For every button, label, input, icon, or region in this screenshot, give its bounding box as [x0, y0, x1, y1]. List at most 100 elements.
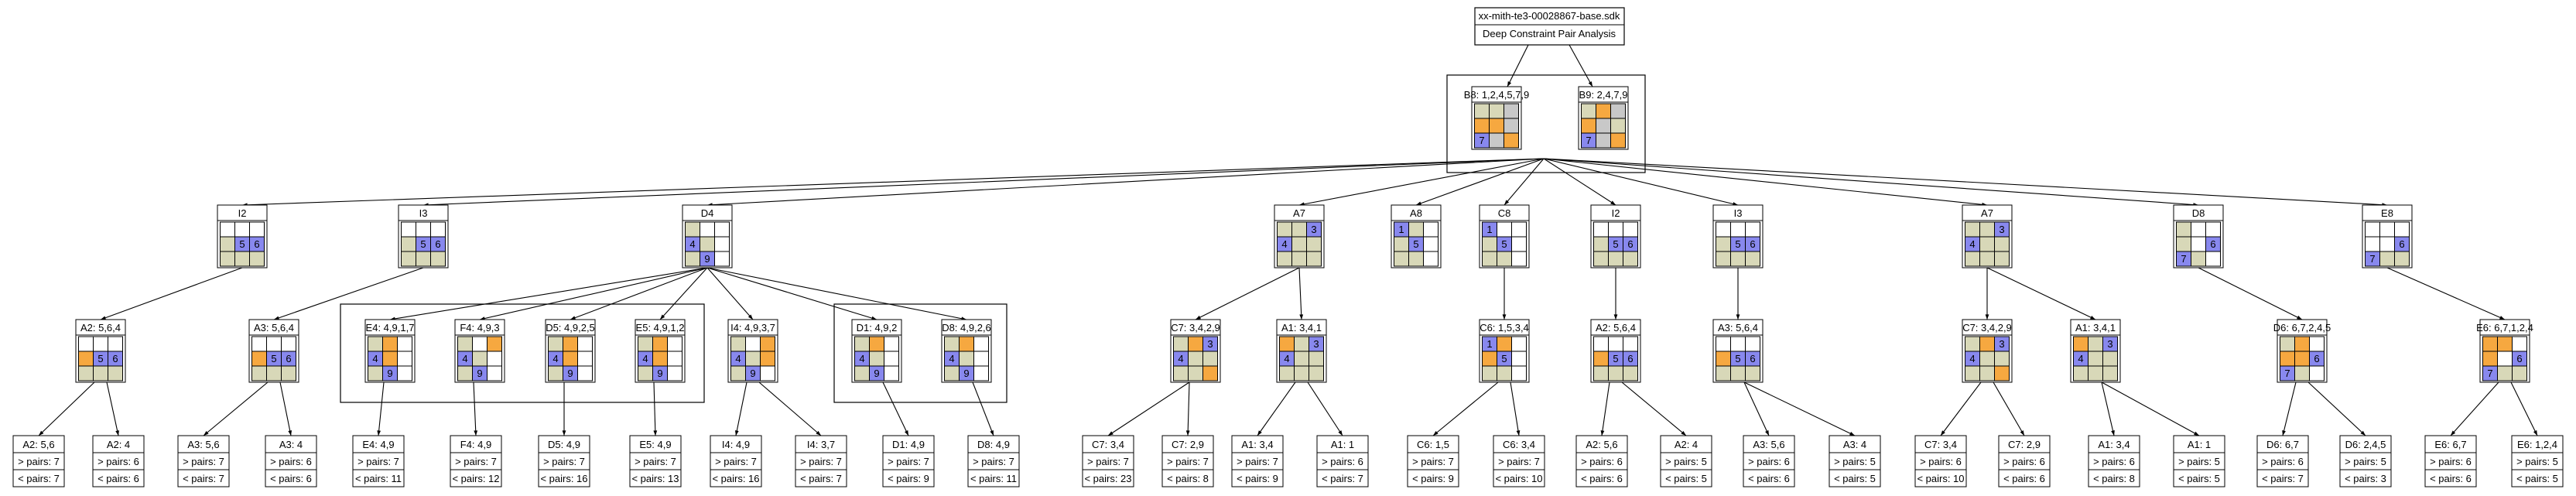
- grid-cell: [397, 365, 412, 381]
- cell-digit: 5: [271, 353, 276, 364]
- leaf-node: A2: 5,6> pairs: 6< pairs: 6: [1575, 435, 1628, 487]
- leaf-label: A1: 3,4: [1241, 439, 1273, 450]
- edge-arrowhead: [1196, 315, 1201, 320]
- grid-cell: [1716, 336, 1731, 352]
- grid-cell: [1745, 365, 1760, 381]
- grid-cell: [944, 365, 960, 381]
- grid-cell: [685, 251, 700, 267]
- root-node: B9: 2,4,7,97: [1578, 86, 1629, 150]
- cell-digit: 4: [1281, 238, 1287, 250]
- node-label: D4: [701, 207, 714, 219]
- tree-edges: [38, 44, 2538, 436]
- grid-cell: [1504, 132, 1519, 149]
- grid-cell: [1504, 103, 1519, 119]
- grid-cell: [1593, 251, 1609, 267]
- leaf-node: A1: 3,4> pairs: 7< pairs: 9: [1231, 435, 1284, 487]
- grid-cell: [78, 365, 94, 381]
- level2-node: D6: 6,7,2,4,567: [2273, 319, 2331, 383]
- tree-edge: [1298, 267, 1302, 320]
- tree-edge: [2510, 381, 2538, 436]
- grid-cell: [1188, 351, 1203, 367]
- node-label: E4: 4,9,1,7: [366, 322, 415, 334]
- grid-cell: [1581, 103, 1596, 119]
- tree-edge: [2307, 381, 2366, 436]
- grid-cell: [563, 336, 578, 352]
- grid-cell: [1979, 221, 1995, 238]
- grid-cell: [1511, 236, 1527, 252]
- edge-arrowhead: [2360, 430, 2366, 436]
- grid-cell: [1994, 236, 2010, 252]
- cell-digit: 1: [1486, 224, 1492, 235]
- grid-cell: [472, 351, 487, 367]
- cell-digit: 5: [1613, 353, 1618, 364]
- greater-pairs: > pairs: 7: [455, 456, 497, 467]
- less-pairs: < pairs: 5: [1665, 473, 1707, 484]
- tree-edge: [422, 158, 1545, 206]
- grid-cell: [1291, 221, 1307, 238]
- cell-digit: 7: [2284, 368, 2290, 379]
- grid-cell: [266, 336, 282, 352]
- node-label: B9: 2,4,7,9: [1579, 89, 1628, 101]
- leaf-node: C6: 1,5> pairs: 7< pairs: 9: [1407, 435, 1459, 487]
- grid-cell: [1277, 251, 1292, 267]
- less-pairs: < pairs: 9: [888, 473, 929, 484]
- grid-cell: [1306, 251, 1322, 267]
- grid-cell: [108, 336, 123, 352]
- node-label: D5: 4,9,2,5: [546, 322, 595, 334]
- grid-cell: [760, 365, 775, 381]
- less-pairs: < pairs: 3: [2345, 473, 2386, 484]
- greater-pairs: > pairs: 7: [1087, 456, 1129, 467]
- node-label: I3: [419, 207, 428, 219]
- tree-edge: [1543, 158, 1616, 206]
- grid-cell: [685, 221, 700, 238]
- node-label: A3: 5,6,4: [1718, 322, 1758, 334]
- cell-digit: 6: [286, 353, 291, 364]
- grid-cell: [251, 351, 267, 367]
- edge-arrowhead: [1516, 430, 1521, 436]
- cell-digit: 7: [2181, 253, 2186, 265]
- grid-cell: [577, 336, 593, 352]
- grid-cell: [251, 336, 267, 352]
- edge-arrowhead: [1507, 81, 1512, 87]
- tree-edge: [1432, 381, 1499, 436]
- node-label: I2: [238, 207, 247, 219]
- grid-cell: [1965, 336, 1980, 352]
- grid-cell: [577, 351, 593, 367]
- grid-cell: [487, 336, 502, 352]
- grid-cell: [1423, 251, 1439, 267]
- grid-cell: [2191, 221, 2206, 238]
- grid-cell: [1279, 336, 1295, 352]
- grid-cell: [1482, 251, 1497, 267]
- cell-digit: 9: [750, 368, 755, 379]
- grid-cell: [730, 365, 746, 381]
- grid-cell: [638, 336, 653, 352]
- greater-pairs: > pairs: 6: [97, 456, 139, 467]
- cell-digit: 9: [657, 368, 662, 379]
- level2-node: D8: 4,9,2,649: [941, 319, 992, 383]
- tree-edge: [1187, 381, 1190, 436]
- leaf-node: A3: 5,6> pairs: 6< pairs: 6: [1743, 435, 1795, 487]
- tree-edge: [972, 381, 994, 436]
- grid-cell: [1965, 251, 1980, 267]
- tree-edge: [1940, 381, 1982, 436]
- cell-digit: 4: [462, 353, 467, 364]
- grid-cell: [2512, 336, 2527, 352]
- tree-edge: [1743, 381, 1856, 436]
- greater-pairs: > pairs: 7: [1167, 456, 1209, 467]
- node-label: I4: 4,9,3,7: [730, 322, 775, 334]
- tree-edge: [1543, 158, 1739, 206]
- less-pairs: < pairs: 12: [452, 473, 499, 484]
- cell-digit: 4: [1969, 353, 1975, 364]
- cell-digit: 6: [435, 238, 440, 250]
- cluster-box: [340, 303, 705, 403]
- leaf-node: A2: 4> pairs: 5< pairs: 5: [1660, 435, 1712, 487]
- grid-cell: [1593, 236, 1609, 252]
- node-label: A8: [1410, 207, 1422, 219]
- tree-edge: [1543, 158, 1988, 206]
- tree-edge: [1743, 381, 1770, 436]
- grid-cell: [108, 365, 123, 381]
- less-pairs: < pairs: 7: [183, 473, 224, 484]
